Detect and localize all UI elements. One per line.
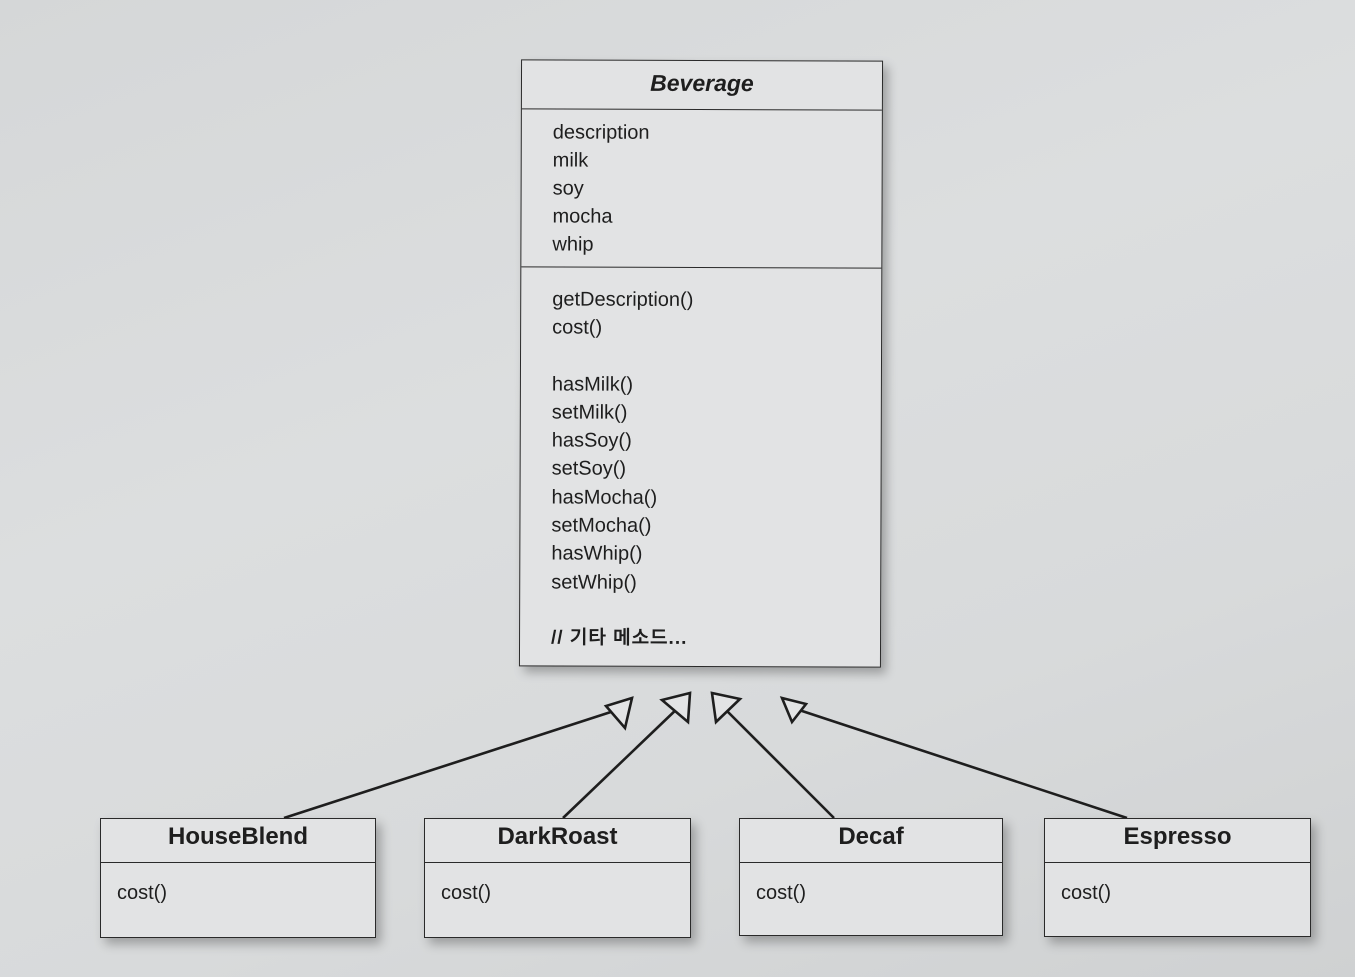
darkroast-methods: cost() [425,863,690,907]
method: cost() [117,882,167,904]
method: hasSoy() [551,429,632,452]
class-name-darkroast: DarkRoast [425,819,690,863]
class-name-houseblend: HouseBlend [101,819,375,863]
beverage-class: Beverage description milk soy mocha whip… [518,59,884,668]
method: cost() [552,316,603,339]
arrow-line-espresso [792,706,1128,820]
other-methods-comment: // 기타 메소드... [551,627,688,649]
beverage-methods: getDescription() cost() hasMilk() setMil… [520,267,881,654]
method: hasMilk() [551,373,634,396]
method: cost() [441,882,491,904]
method: hasMocha() [551,486,658,509]
beverage-attributes: description milk soy mocha whip [521,109,882,269]
class-name-beverage: Beverage [521,60,883,111]
attribute: whip [552,233,594,256]
attribute: milk [552,149,589,172]
class-name-decaf: Decaf [740,819,1002,863]
method: setMocha() [551,514,652,537]
attribute: mocha [552,205,613,228]
decaf-methods: cost() [740,863,1002,907]
method: cost() [756,882,806,904]
decaf-class: Decaf cost() [739,818,1003,936]
espresso-class: Espresso cost() [1044,818,1311,937]
espresso-methods: cost() [1045,863,1310,907]
arrow-line-decaf [721,705,835,819]
attribute: description [552,121,650,144]
class-name-espresso: Espresso [1045,819,1310,863]
method: setWhip() [551,571,637,594]
method: cost() [1061,882,1111,904]
arrow-head-decaf [710,691,743,725]
arrow-line-darkroast [562,705,681,819]
darkroast-class: DarkRoast cost() [424,818,691,938]
attribute: soy [552,177,584,200]
houseblend-class: HouseBlend cost() [100,818,376,938]
houseblend-methods: cost() [101,863,375,907]
arrow-head-houseblend [603,696,634,731]
method: setMilk() [551,401,628,424]
method: setSoy() [551,457,627,481]
arrow-head-espresso [779,696,809,725]
method: getDescription() [552,288,694,311]
method: hasWhip() [551,542,643,566]
arrow-head-darkroast [659,691,692,725]
arrow-line-houseblend [283,708,618,820]
